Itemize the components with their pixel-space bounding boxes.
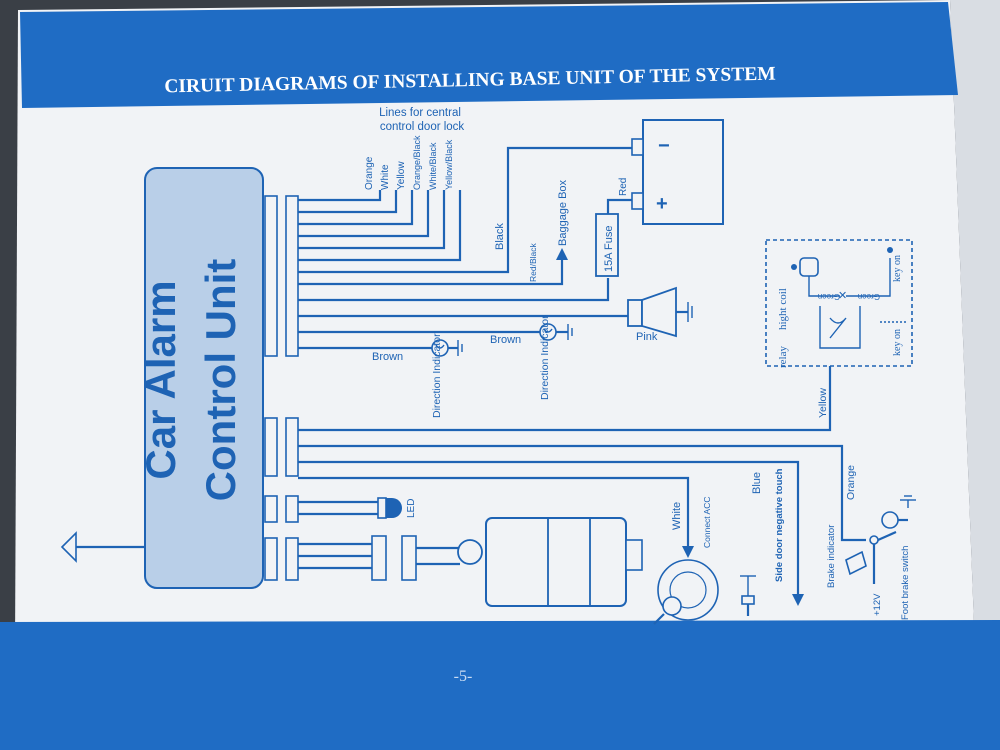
red-black-wire (298, 258, 564, 286)
label-connect-acc: Connect ACC (702, 497, 712, 549)
label-direction-indicator-2: Direction Indicator (539, 315, 551, 400)
label-baggage-box: Baggage Box (557, 179, 569, 246)
fuse-lower-wire (298, 278, 610, 302)
siren-speaker-icon (627, 286, 677, 338)
brake-pedal-icon (845, 550, 867, 576)
black-wire (298, 146, 632, 274)
central-lock-heading-2: control door lock (380, 121, 465, 133)
footer-band (0, 620, 1000, 750)
relay-green-wire-2 (846, 258, 891, 297)
label-green-1: Green (818, 292, 840, 301)
battery-plus: + (656, 193, 668, 215)
battery-minus: − (658, 135, 670, 157)
relay-coil-icon (819, 306, 861, 349)
label-side-door: Side door negative touch (774, 468, 785, 582)
label-hight-coil: hight coil (777, 288, 789, 330)
siren-ground-icon (676, 302, 693, 322)
label-white: White (671, 502, 683, 530)
side-door-arrow-icon (792, 594, 804, 606)
header-band (20, 2, 958, 108)
label-yellow: Yellow (817, 388, 829, 418)
wire-label-orange-black: Orange/Black (412, 135, 422, 190)
label-pink: Pink (636, 331, 658, 343)
key-icon (887, 247, 893, 253)
connector-siren (264, 537, 299, 581)
battery-symbol (631, 119, 724, 225)
label-brake-indicator: Brake indicator (826, 525, 837, 588)
wire-label-white-black: White/Black (428, 142, 438, 190)
relay-dashed-box (765, 239, 913, 367)
label-green-2: Green (858, 292, 880, 301)
wire-label-orange: Orange (364, 156, 375, 190)
direction-lamp-1-icon (431, 339, 463, 357)
blue-wire (298, 460, 800, 596)
brake-switch-icon (869, 495, 916, 584)
door-switch-icon (740, 575, 756, 616)
direction-lamp-2-icon (539, 323, 573, 341)
label-key-on-1: key on (892, 255, 903, 282)
label-direction-indicator-1: Direction Indicator (431, 333, 443, 418)
label-led: LED (406, 499, 417, 518)
label-black: Black (494, 223, 506, 250)
central-lock-heading-1: Lines for central (379, 107, 461, 119)
label-foot-brake-switch: Foot brake switch (900, 546, 911, 620)
acc-arrow-icon (682, 546, 694, 558)
led-icon (298, 497, 402, 519)
label-key-on-2: key on (892, 329, 903, 356)
label-fuse: 15A Fuse (603, 226, 615, 272)
label-red-black: Red/Black (528, 243, 538, 282)
connector-main (264, 195, 299, 357)
baggage-arrow-icon (556, 248, 568, 260)
label-12v: +12V (872, 593, 883, 616)
relay-green-wire-1 (808, 276, 840, 297)
central-lock-wires (298, 190, 462, 262)
antenna (60, 531, 145, 563)
control-unit-title-1: Car Alarm (137, 280, 184, 479)
wire-label-white: White (380, 164, 391, 190)
white-wire (298, 476, 690, 548)
relay-cut-mark: ✕ (838, 290, 847, 302)
label-red: Red (618, 178, 629, 196)
orange-wire (298, 444, 866, 542)
next-page-edge (950, 0, 1000, 650)
wire-label-yellow: Yellow (396, 161, 407, 190)
control-unit-title-2: Control Unit (197, 259, 244, 502)
yellow-wire (298, 366, 832, 432)
label-brown-2: Brown (490, 334, 521, 346)
page-number: -5- (454, 668, 473, 685)
control-unit-box (144, 167, 264, 589)
siren-module-icon (298, 517, 643, 607)
connector-led (264, 495, 299, 523)
ignition-switch-icon (653, 559, 719, 625)
red-wire (606, 198, 632, 214)
wire-label-yellow-black: Yellow/Black (444, 139, 454, 190)
label-blue: Blue (751, 472, 763, 494)
label-relay: relay (777, 346, 789, 368)
label-orange: Orange (845, 465, 857, 500)
label-brown-1: Brown (372, 351, 403, 363)
